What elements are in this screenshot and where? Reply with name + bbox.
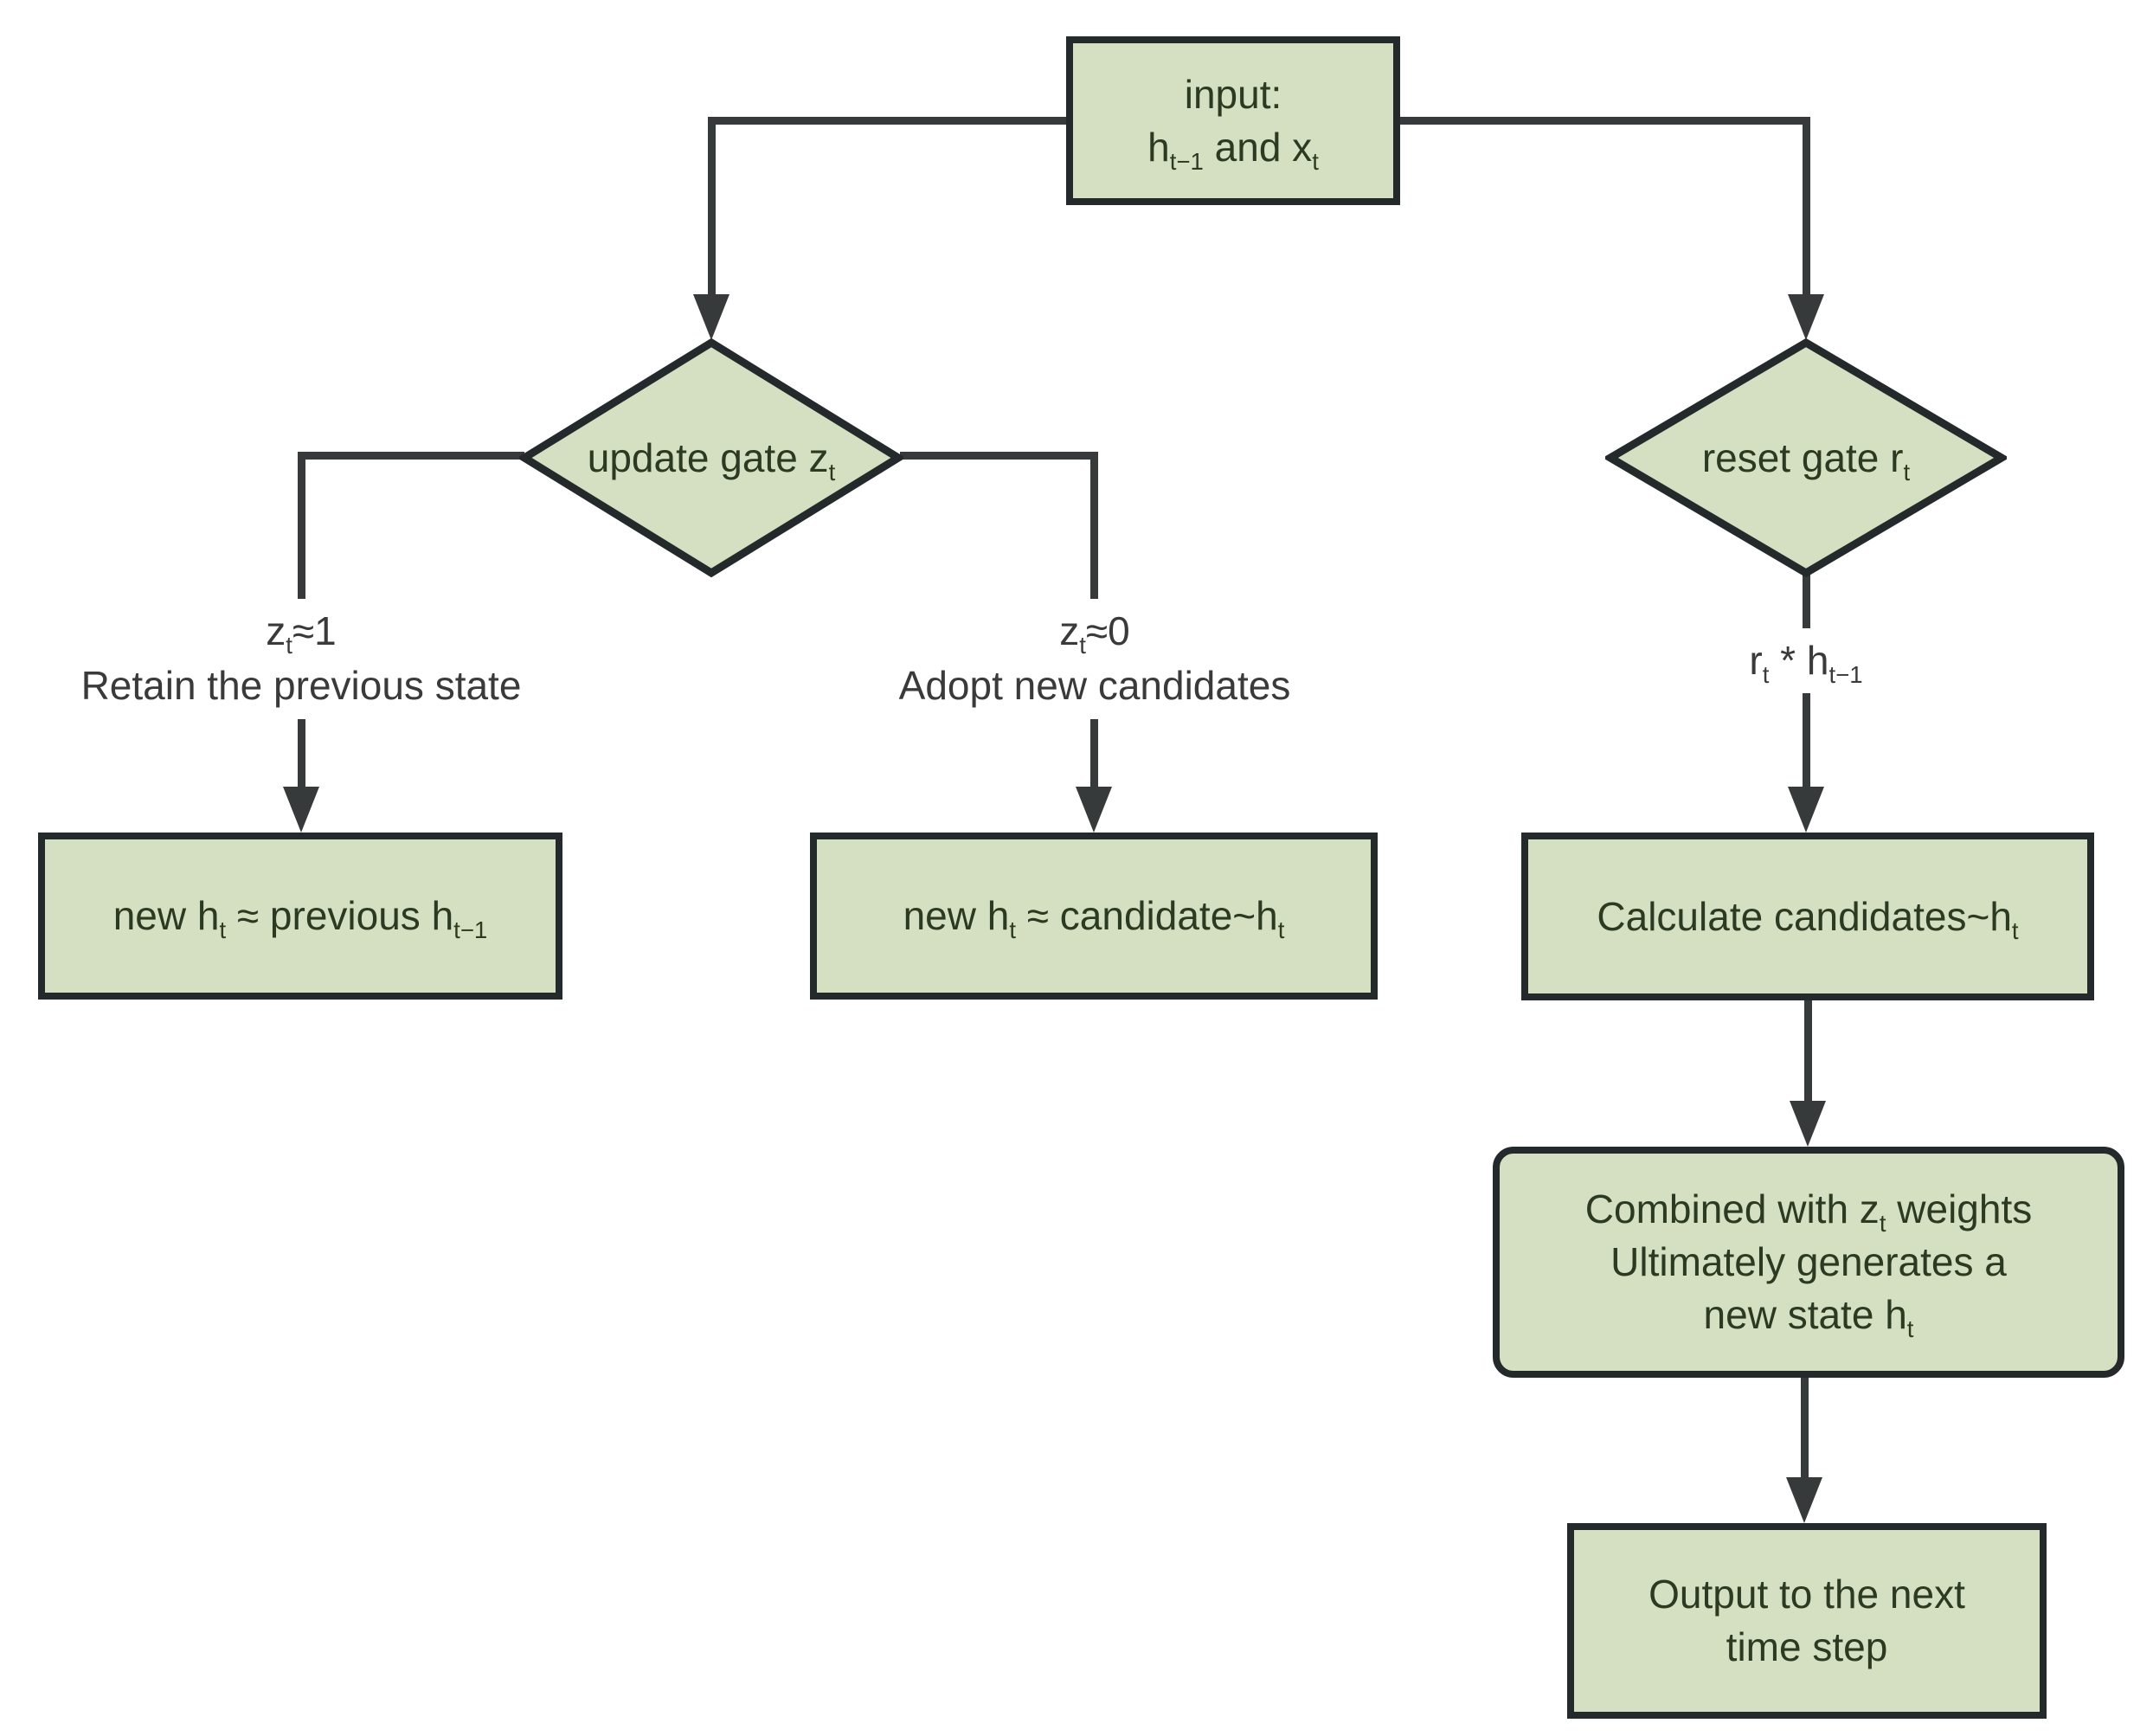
arrowhead-into-reset-gate: [1788, 294, 1824, 340]
calculate-box: Calculate candidates~ht: [1521, 833, 2094, 1000]
arrowhead-into-output-box: [1786, 1477, 1822, 1523]
edge-input-to-reset-vertical: [1803, 117, 1810, 299]
input-node: input: ht−1 and xt: [1066, 36, 1400, 205]
output-box-line2: time step: [1726, 1624, 1888, 1669]
output-box: Output to the next time step: [1567, 1523, 2047, 1719]
retain-condition-line1: zt≈1: [266, 608, 337, 659]
retain-box-label: new ht ≈ previous ht−1: [112, 893, 488, 944]
calculate-box-label: Calculate candidates~ht: [1597, 893, 2019, 944]
reset-product-label: rt * ht−1: [1688, 628, 1924, 694]
adopt-box-label: new ht ≈ candidate~ht: [903, 893, 1285, 944]
reset-product-text: rt * ht−1: [1749, 638, 1863, 689]
adopt-condition-label: zt≈0 Adopt new candidates: [826, 599, 1364, 719]
arrowhead-into-calculate-box: [1788, 787, 1824, 833]
edge-calculate-to-combine: [1804, 999, 1812, 1107]
combine-box-line3: new state ht: [1703, 1291, 1914, 1343]
input-node-line2: ht−1 and xt: [1147, 124, 1319, 175]
reset-gate-label: reset gate rt: [1701, 435, 1911, 486]
edge-combine-to-output: [1801, 1376, 1809, 1482]
arrowhead-into-adopt-box: [1076, 787, 1112, 833]
reset-gate-diamond-shape: [1605, 338, 2007, 577]
retain-box: new ht ≈ previous ht−1: [38, 833, 562, 1000]
adopt-condition-line1: zt≈0: [1059, 608, 1130, 659]
arrowhead-into-combine-box: [1790, 1101, 1826, 1147]
combine-box: Combined with zt weights Ultimately gene…: [1493, 1147, 2124, 1378]
update-gate-label: update gate zt: [587, 435, 836, 486]
adopt-condition-line2: Adopt new candidates: [898, 663, 1291, 709]
edge-update-left-horizontal: [298, 452, 524, 460]
input-node-line1: input:: [1184, 71, 1282, 117]
combine-box-line1: Combined with zt weights: [1584, 1186, 2033, 1238]
update-gate-diamond: update gate zt: [519, 338, 903, 577]
retain-condition-line2: Retain the previous state: [80, 663, 522, 709]
edge-input-to-update-horizontal: [708, 117, 1070, 125]
arrowhead-into-update-gate: [693, 294, 729, 340]
reset-gate-diamond: reset gate rt: [1605, 338, 2007, 577]
adopt-box: new ht ≈ candidate~ht: [810, 833, 1378, 1000]
arrowhead-into-retain-box: [283, 787, 319, 833]
update-gate-diamond-shape: [519, 338, 903, 577]
edge-update-right-horizontal: [900, 452, 1098, 460]
output-box-line1: Output to the next: [1648, 1572, 1965, 1617]
edge-input-to-reset-horizontal: [1397, 117, 1810, 125]
combine-box-line2: Ultimately generates a: [1610, 1239, 2007, 1285]
retain-condition-label: zt≈1 Retain the previous state: [32, 599, 570, 719]
edge-input-to-update-vertical: [708, 117, 716, 299]
